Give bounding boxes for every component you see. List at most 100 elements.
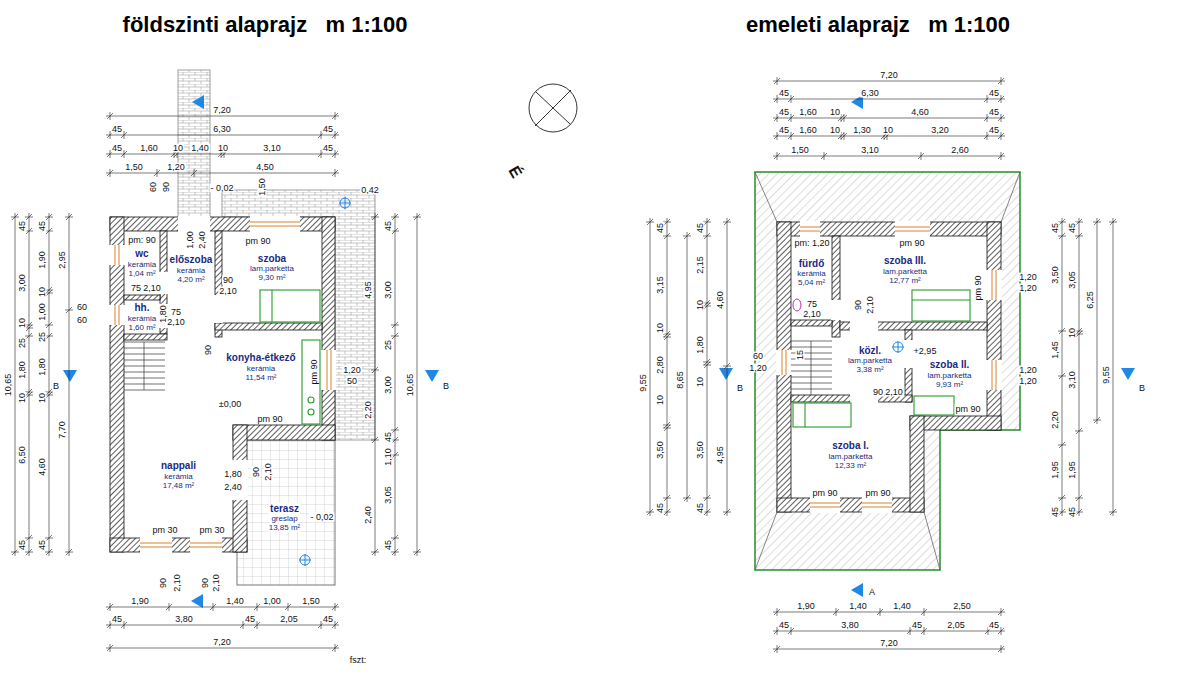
room: hh.kerámia1,60 m² bbox=[124, 300, 160, 334]
level-marker bbox=[300, 555, 310, 565]
room: közl.lam.parketta3,38 m² bbox=[840, 337, 900, 382]
dimension-line bbox=[375, 213, 376, 556]
dimension-line bbox=[191, 170, 197, 176]
dimension-line bbox=[1001, 114, 1002, 122]
level-marker bbox=[339, 197, 351, 209]
stairs bbox=[124, 342, 165, 390]
dimension-line bbox=[371, 440, 379, 441]
dimension-label: 1,50 bbox=[124, 163, 144, 172]
dimension-line bbox=[664, 425, 670, 431]
dimension-line bbox=[413, 552, 421, 553]
dimension-line bbox=[392, 549, 398, 555]
dimension-line bbox=[704, 495, 710, 501]
window bbox=[895, 227, 930, 231]
wall bbox=[322, 217, 335, 440]
window bbox=[190, 543, 222, 547]
room-area: 4,20 m² bbox=[176, 275, 205, 284]
dimension-label: 60 bbox=[76, 303, 88, 312]
roof bbox=[755, 172, 1020, 570]
section-marker bbox=[1121, 368, 1135, 380]
dimension-label: 1,50 bbox=[790, 146, 810, 155]
room-area: 17,48 m² bbox=[162, 481, 196, 490]
dimension-line bbox=[774, 609, 780, 615]
dimension-line bbox=[46, 333, 52, 339]
room: szobalam.parketta9,30 m² bbox=[222, 247, 322, 288]
dimension-label: 60 bbox=[752, 352, 764, 361]
section-marker bbox=[191, 594, 203, 608]
dimension-label: 2,10 bbox=[173, 573, 182, 593]
dimension-line bbox=[1059, 219, 1065, 225]
window bbox=[115, 305, 119, 325]
dimension-line bbox=[46, 392, 52, 398]
dimension-line bbox=[704, 362, 710, 368]
dimension-label: 9,55 bbox=[639, 373, 648, 393]
room-area: 12,77 m² bbox=[888, 276, 922, 285]
dimension-line bbox=[773, 118, 1005, 119]
dimension-label: 4,95 bbox=[364, 280, 373, 300]
dimension-line bbox=[824, 152, 825, 160]
dimension-label: pm 90 bbox=[954, 405, 981, 414]
dimension-line bbox=[683, 236, 691, 237]
furniture bbox=[271, 290, 272, 322]
dimension-line bbox=[26, 228, 32, 234]
dimension-line bbox=[1059, 509, 1065, 515]
dimension-line bbox=[106, 135, 339, 136]
dimension-label: 2,80 bbox=[656, 355, 665, 375]
dimension-label: 2,10 bbox=[212, 573, 221, 593]
floor-material: lam.parketta bbox=[249, 264, 295, 273]
dimension-label: 6,30 bbox=[212, 125, 232, 134]
stairs bbox=[791, 341, 832, 395]
dimension-line bbox=[791, 132, 792, 140]
north-arrow bbox=[535, 90, 571, 126]
dimension-label: pm 90 bbox=[310, 358, 319, 385]
dimension-label: 1,40 bbox=[848, 602, 868, 611]
dimension-label: 1,40 bbox=[190, 144, 210, 153]
dimension-label: 45 bbox=[778, 621, 790, 630]
dimension-line bbox=[1113, 218, 1114, 516]
dimension-label: 1,20 bbox=[1018, 366, 1038, 375]
dimension-line bbox=[704, 303, 710, 309]
section-label: B bbox=[442, 382, 450, 391]
wall bbox=[910, 416, 924, 512]
dimension-label: ±0,00 bbox=[218, 400, 242, 409]
dimension-label: 3,15 bbox=[656, 275, 665, 295]
dimension-line bbox=[1075, 498, 1083, 499]
dimension-label: 45 bbox=[384, 539, 393, 551]
wall bbox=[777, 222, 1001, 512]
dimension-line bbox=[11, 217, 19, 218]
dimension-line bbox=[1001, 77, 1002, 85]
window bbox=[115, 245, 119, 265]
dimension-line bbox=[703, 236, 711, 237]
dimension-line bbox=[65, 552, 73, 553]
dimension-label: 1,90 bbox=[38, 250, 47, 270]
dimension-line bbox=[26, 389, 32, 395]
dimension-label: 1,90 bbox=[130, 597, 150, 606]
dimension-line bbox=[924, 627, 925, 635]
dimension-line bbox=[703, 498, 711, 499]
dimension-line bbox=[392, 535, 398, 541]
dimension-line bbox=[664, 334, 670, 340]
dimension-line bbox=[29, 213, 30, 556]
dimension-label: 75 bbox=[130, 284, 142, 293]
dimension-line bbox=[391, 336, 399, 337]
dimension-line bbox=[392, 427, 398, 433]
dimension-line bbox=[664, 422, 670, 428]
level-marker bbox=[892, 341, 904, 353]
dimension-line bbox=[392, 333, 398, 339]
dimension-label: 60 bbox=[149, 181, 158, 193]
dimension-line bbox=[664, 509, 670, 515]
dimension-line bbox=[1075, 431, 1083, 432]
dimension-label: 1,80 bbox=[18, 360, 27, 380]
dimension-line bbox=[647, 509, 653, 515]
dimension-line bbox=[1001, 608, 1002, 616]
room-name: hh. bbox=[134, 302, 151, 314]
dimension-label: 10 bbox=[172, 144, 184, 153]
dimension-line bbox=[664, 495, 670, 501]
dimension-label: 1,30 bbox=[852, 126, 872, 135]
dimension-label: 1,50 bbox=[258, 177, 267, 197]
plan-heading: földszinti alaprajz m 1:100 bbox=[123, 12, 408, 38]
dimension-line bbox=[773, 649, 1005, 650]
dimension-line bbox=[110, 644, 111, 652]
dimension-line bbox=[69, 213, 70, 556]
room-name: szoba II. bbox=[929, 359, 970, 371]
